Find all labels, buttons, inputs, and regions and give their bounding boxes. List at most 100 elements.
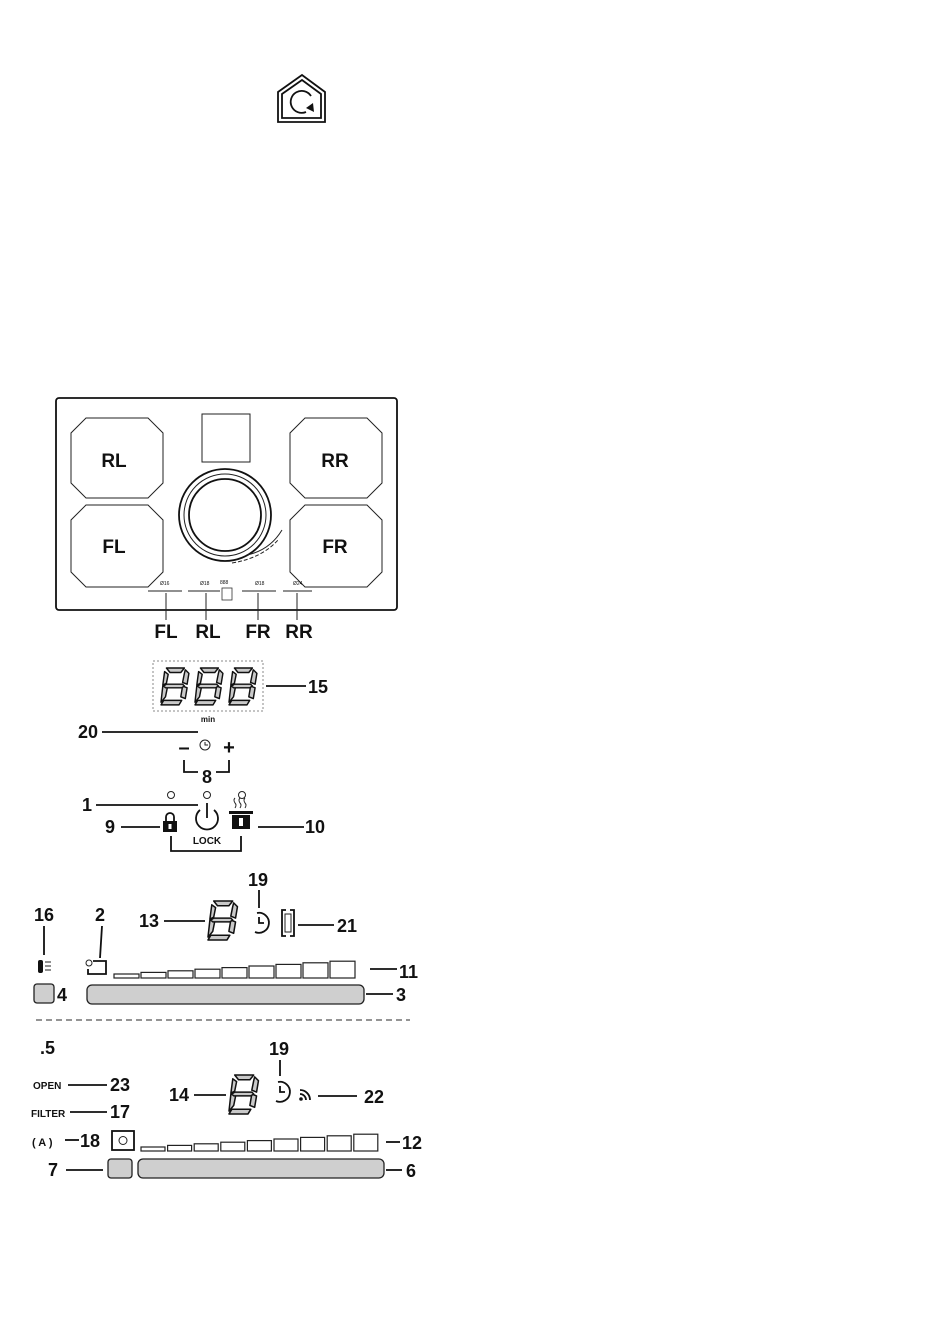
digit-segment xyxy=(214,901,233,906)
thermometer-icon[interactable] xyxy=(38,960,51,973)
callout-5: .5 xyxy=(40,1038,55,1058)
timer-icon xyxy=(255,913,269,933)
control-label-rl: RL xyxy=(195,622,221,643)
zone-rl-label: RL xyxy=(101,451,127,472)
power-level-segment[interactable] xyxy=(222,968,247,978)
zone-fr[interactable]: FR xyxy=(290,505,382,587)
callout-4: 4 xyxy=(57,985,67,1005)
power-level-segment[interactable] xyxy=(247,1141,271,1151)
steam-pot-icon[interactable] xyxy=(229,798,253,829)
timer-minus-button[interactable]: – xyxy=(178,737,189,759)
power-level-segment[interactable] xyxy=(195,969,220,978)
zone-power-digit xyxy=(208,901,237,940)
zone-fl-label: FL xyxy=(102,537,126,558)
zone-panel-upper: 19 16 2 13 21 11 xyxy=(34,870,418,1005)
callout-20: 20 xyxy=(78,722,98,742)
filter-label[interactable]: FILTER xyxy=(31,1109,66,1120)
digit-segment xyxy=(200,668,218,673)
indicator-led-right xyxy=(239,792,246,799)
callout-15: 15 xyxy=(308,677,328,697)
slider-6[interactable] xyxy=(138,1159,384,1178)
clock-icon xyxy=(200,740,210,750)
digit-segment xyxy=(232,1092,254,1096)
callout-22: 22 xyxy=(364,1087,384,1107)
control-zone-labels: FL RL FR RR xyxy=(154,593,313,643)
digit-segment xyxy=(183,670,189,684)
cooktop: RL FL RR FR xyxy=(56,398,397,610)
power-level-segment[interactable] xyxy=(141,972,166,978)
callout-13: 13 xyxy=(139,911,159,931)
wifi-icon[interactable] xyxy=(299,1090,310,1101)
zone-rl[interactable]: RL xyxy=(71,418,163,498)
zone-fl[interactable]: FL xyxy=(71,505,163,587)
callout-8: 8 xyxy=(202,767,212,787)
callout-16: 16 xyxy=(34,905,54,925)
svg-text:888: 888 xyxy=(220,580,229,586)
indicator-led-left xyxy=(168,792,175,799)
power-level-segment[interactable] xyxy=(327,1136,351,1151)
timer-icon-lower xyxy=(276,1082,290,1102)
bridge-icon[interactable] xyxy=(282,910,294,936)
svg-text:Ø16: Ø16 xyxy=(160,581,170,587)
key-square-4[interactable] xyxy=(34,984,54,1003)
callout-14: 14 xyxy=(169,1085,189,1105)
power-icon[interactable] xyxy=(196,803,218,829)
power-level-bars[interactable] xyxy=(114,961,355,978)
digit-segment xyxy=(252,1077,259,1092)
timer-digit-1 xyxy=(161,668,189,705)
power-level-segment[interactable] xyxy=(354,1134,378,1151)
power-level-segment[interactable] xyxy=(114,974,139,978)
power-level-segment[interactable] xyxy=(194,1144,218,1151)
power-level-segment[interactable] xyxy=(221,1142,245,1151)
slider-3[interactable] xyxy=(87,985,364,1004)
callout-21: 21 xyxy=(337,916,357,936)
digit-segment xyxy=(231,672,236,686)
control-label-rr: RR xyxy=(285,622,313,643)
timer-digit-3 xyxy=(229,668,257,705)
digit-segment xyxy=(166,668,184,673)
callout-3: 3 xyxy=(396,985,406,1005)
square-pan-icon[interactable] xyxy=(112,1131,134,1150)
zone-fr-label: FR xyxy=(322,537,348,558)
digit-segment xyxy=(161,700,182,705)
power-level-segment[interactable] xyxy=(330,961,355,978)
callout-11: 11 xyxy=(399,962,418,982)
control-strip: Ø16 Ø18 888 Ø18 Ø24 xyxy=(148,580,312,600)
power-level-segment[interactable] xyxy=(168,1145,192,1151)
zone-rr[interactable]: RR xyxy=(290,418,382,498)
callout-2: 2 xyxy=(95,905,105,925)
auto-label[interactable]: ( A ) xyxy=(32,1137,53,1149)
open-label[interactable]: OPEN xyxy=(33,1081,61,1092)
power-level-segment[interactable] xyxy=(301,1137,325,1151)
power-level-segment[interactable] xyxy=(168,971,193,978)
power-level-segment[interactable] xyxy=(249,966,274,978)
power-level-segment[interactable] xyxy=(141,1147,165,1151)
digit-segment xyxy=(164,684,185,688)
pan-icon[interactable] xyxy=(86,960,106,974)
control-label-fl: FL xyxy=(154,622,178,643)
callout-23: 23 xyxy=(110,1075,130,1095)
power-level-segment[interactable] xyxy=(274,1139,298,1151)
callout-9: 9 xyxy=(105,817,115,837)
svg-text:Ø24: Ø24 xyxy=(293,581,303,587)
svg-text:Ø18: Ø18 xyxy=(200,581,210,587)
power-lock-row: 1 9 10 LOCK xyxy=(82,792,325,852)
callout-18: 18 xyxy=(80,1131,100,1151)
hood-speed-digit xyxy=(229,1075,258,1114)
lock-label: LOCK xyxy=(193,836,222,847)
lock-icon[interactable] xyxy=(163,813,177,832)
indicator-led-center xyxy=(204,792,211,799)
zone-panel-lower: .5 19 OPEN 23 14 22 FILTER 17 ( A ) 18 xyxy=(31,1038,422,1181)
hood-speed-bars[interactable] xyxy=(141,1134,378,1151)
timer-unit: min xyxy=(201,715,215,724)
digit-segment xyxy=(229,1109,251,1114)
digit-segment xyxy=(231,1079,237,1093)
callout-19-top: 19 xyxy=(248,870,268,890)
digit-segment xyxy=(211,918,233,922)
control-label-fr: FR xyxy=(245,622,271,643)
power-level-segment[interactable] xyxy=(303,963,328,978)
digit-segment xyxy=(198,684,219,688)
timer-plus-button[interactable]: + xyxy=(223,737,235,759)
key-square-7[interactable] xyxy=(108,1159,132,1178)
power-level-segment[interactable] xyxy=(276,964,301,978)
